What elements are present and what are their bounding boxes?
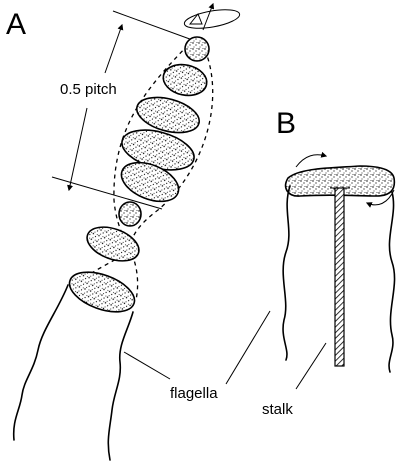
rotation-direction-arrow: [188, 13, 203, 25]
pitch-arrow-bottom: [67, 107, 88, 192]
pitch-top-tick: [112, 10, 199, 43]
holdfast-rotation-arrow-top: [295, 151, 328, 168]
pitch-arrow-top: [104, 23, 124, 74]
flagellum-b-right: [388, 191, 396, 373]
stalk: [334, 187, 345, 367]
cell-2: [162, 63, 208, 97]
flagellum-a-left: [12, 284, 69, 441]
flagellum-b-left: [282, 185, 291, 361]
cell-7: [86, 226, 140, 262]
flagella-leader-a: [123, 351, 171, 380]
cell-1: [184, 36, 210, 62]
panel-a-label: A: [6, 8, 26, 41]
flagella-leader-b: [225, 310, 271, 385]
cell-8: [68, 271, 136, 313]
stalk-label: stalk: [262, 401, 293, 418]
flagella-label: flagella: [170, 385, 218, 402]
rotation-axis-arrow: [202, 2, 215, 31]
flagellum-a-right: [107, 311, 134, 461]
pitch-label: 0.5 pitch: [60, 81, 117, 98]
helix-envelope: [69, 44, 189, 289]
panel-b-label: B: [276, 107, 296, 140]
cell-6: [118, 201, 142, 227]
stalk-leader: [295, 342, 327, 390]
holdfast-cell: [284, 165, 396, 197]
cell-5: [120, 161, 180, 203]
cell-3: [136, 96, 200, 134]
helix-envelope: [129, 49, 214, 301]
rotation-ellipse: [183, 9, 241, 29]
